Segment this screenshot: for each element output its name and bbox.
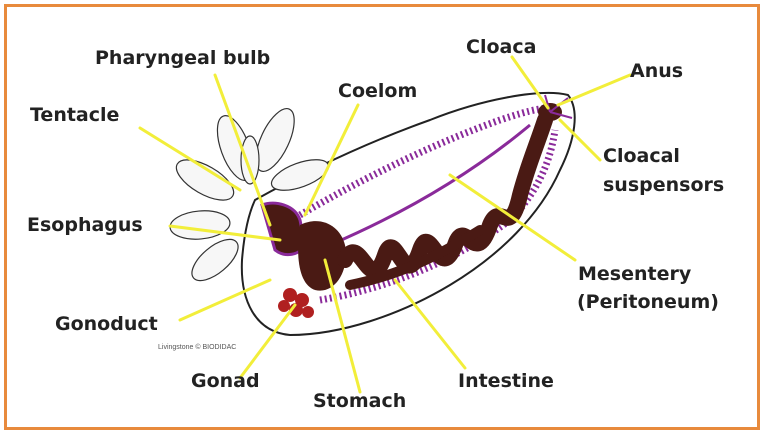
label-gonad: Gonad [191, 370, 260, 392]
label-cloacal-suspensors-1: Cloacal [603, 145, 680, 167]
credit-text: Livingstone © BIODIDAC [158, 344, 237, 351]
mesentery-inner [329, 123, 531, 247]
label-mesentery-2: (Peritoneum) [577, 291, 719, 313]
label-cloacal-suspensors-2: suspensors [603, 174, 725, 196]
label-mesentery-1: Mesentery [578, 263, 692, 285]
stomach-shape [298, 221, 346, 291]
leader-lines [138, 55, 632, 394]
label-coelom: Coelom [338, 80, 418, 102]
label-stomach: Stomach [313, 390, 407, 412]
label-esophagus: Esophagus [27, 214, 143, 236]
intestine-coil [337, 112, 553, 279]
tentacles [169, 108, 330, 282]
label-cloaca: Cloaca [466, 36, 537, 58]
label-gonoduct: Gonoduct [55, 313, 158, 335]
mesentery-lower [319, 129, 559, 304]
intestine-return [345, 225, 485, 290]
label-pharyngeal-bulb: Pharyngeal bulb [95, 47, 271, 69]
label-intestine: Intestine [458, 370, 554, 392]
label-anus: Anus [630, 60, 684, 82]
label-tentacle: Tentacle [30, 104, 120, 126]
